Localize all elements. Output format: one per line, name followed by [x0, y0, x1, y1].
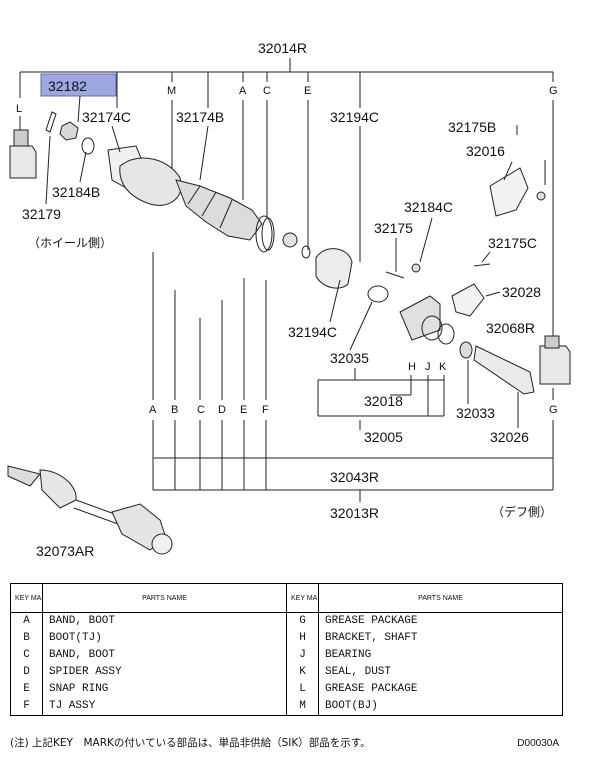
key-letter-G: G	[549, 404, 558, 416]
parts-legend-table: KEY MARK PARTS NAME KEY MARK PARTS NAME …	[10, 583, 563, 716]
part-label-32194C-mid: 32194C	[288, 324, 337, 340]
exploded-parts-diagram: 32014R 32182 32174C 32174B 32194C 32175B…	[7, 40, 571, 559]
legend-part-name: SNAP RING	[42, 681, 287, 698]
part-label-32184C: 32184C	[404, 199, 453, 215]
legend-part-name: BAND, BOOT	[42, 647, 287, 664]
legend-part-name: BAND, BOOT	[42, 612, 287, 630]
lower-driveshaft-drawing	[7, 465, 173, 555]
part-number-labels: 32014R 32182 32174C 32174B 32194C 32175B…	[22, 40, 541, 559]
legend-key: G	[286, 612, 319, 630]
part-label-32033: 32033	[456, 405, 495, 421]
key-letters-bottom: A B C D E F G	[149, 404, 558, 416]
legend-key: E	[10, 681, 43, 698]
legend-header-name: PARTS NAME	[42, 583, 287, 613]
part-label-32175: 32175	[374, 220, 413, 236]
legend-key: K	[286, 664, 319, 681]
legend-row: C BAND, BOOT J BEARING	[10, 647, 563, 664]
caption-diff-side: （デフ側）	[492, 504, 552, 519]
key-letters-hjk: H J K	[408, 361, 447, 373]
legend-header-key: KEY MARK	[10, 583, 43, 613]
legend-row: A BAND, BOOT G GREASE PACKAGE	[10, 612, 563, 630]
legend-part-name: SEAL, DUST	[325, 666, 392, 678]
legend-part-name: TJ ASSY	[42, 698, 287, 716]
legend-key: J	[286, 647, 319, 664]
part-label-32194C-top: 32194C	[330, 109, 379, 125]
key-letter-D: D	[218, 404, 226, 416]
legend-part-name: SPIDER ASSY	[42, 664, 287, 681]
key-letter-C: C	[263, 85, 271, 97]
part-label-32184B: 32184B	[52, 184, 100, 200]
grease-package-icon	[9, 145, 37, 179]
legend-header-name: PARTS NAME	[318, 583, 563, 613]
legend-part-name: BOOT(BJ)	[325, 700, 378, 712]
key-letter-E: E	[240, 404, 247, 416]
part-label-32028: 32028	[502, 284, 541, 300]
part-label-32068R: 32068R	[486, 320, 535, 336]
legend-header-row: KEY MARK PARTS NAME KEY MARK PARTS NAME	[10, 583, 563, 613]
legend-part-name: BRACKET, SHAFT	[325, 632, 418, 644]
key-letter-G: G	[549, 85, 558, 97]
legend-part-name: GREASE PACKAGE	[325, 615, 418, 627]
part-label-32174C: 32174C	[82, 109, 131, 125]
legend-key: A	[10, 612, 43, 630]
legend-part-name: GREASE PACKAGE	[325, 683, 418, 695]
part-label-32013R: 32013R	[330, 505, 379, 521]
top-bracket	[19, 58, 554, 108]
key-letter-C: C	[197, 404, 205, 416]
legend-row: E SNAP RING L GREASE PACKAGE	[10, 681, 563, 698]
diagram-code: D00030A	[517, 738, 559, 749]
key-letter-F: F	[262, 404, 269, 416]
legend-header-key: KEY MARK	[286, 583, 319, 613]
key-letter-B: B	[171, 404, 178, 416]
legend-key: D	[10, 664, 43, 681]
legend-row: D SPIDER ASSY K SEAL, DUST	[10, 664, 563, 681]
key-letter-A: A	[149, 404, 157, 416]
part-label-32175B: 32175B	[448, 119, 496, 135]
part-label-32043R: 32043R	[330, 469, 379, 485]
legend-key: B	[10, 630, 43, 647]
part-label-32035: 32035	[330, 350, 369, 366]
part-label-32026: 32026	[490, 429, 529, 445]
leader-lines	[19, 100, 554, 502]
key-letter-K: K	[439, 361, 447, 373]
part-label-32018: 32018	[364, 393, 403, 409]
part-label-32073AR: 32073AR	[36, 543, 94, 559]
part-label-32016: 32016	[466, 143, 505, 159]
key-letters-top: L M A C E G	[16, 85, 558, 115]
key-letter-J: J	[425, 361, 431, 373]
legend-key: H	[286, 630, 319, 647]
key-letter-H: H	[408, 361, 416, 373]
key-letter-M: M	[167, 85, 176, 97]
legend-key: M	[286, 698, 319, 716]
part-leader-lines	[45, 95, 513, 404]
key-letter-A: A	[239, 85, 247, 97]
legend-row: F TJ ASSY M BOOT(BJ)	[10, 698, 563, 716]
legend-key: F	[10, 698, 43, 716]
legend-row: B BOOT(TJ) H BRACKET, SHAFT	[10, 630, 563, 647]
caption-wheel-side: （ホイール側）	[28, 236, 112, 250]
key-letter-E: E	[304, 85, 311, 97]
part-label-32179: 32179	[22, 206, 61, 222]
footnote: (注) 上記KEY MARKの付いている部品は、単品非供給（SIK）部品を示す。	[10, 737, 371, 749]
part-label-32182: 32182	[48, 78, 87, 94]
part-label-32174B: 32174B	[176, 109, 224, 125]
key-letter-L: L	[16, 103, 22, 115]
legend-key: C	[10, 647, 43, 664]
legend-part-name: BOOT(TJ)	[42, 630, 287, 647]
part-label-32014R: 32014R	[258, 40, 307, 56]
highlight-box-32182	[40, 73, 117, 97]
part-label-32005: 32005	[364, 429, 403, 445]
legend-key: L	[286, 681, 319, 698]
upper-driveshaft-drawing	[9, 111, 571, 395]
legend-part-name: BEARING	[325, 649, 372, 661]
part-label-32175C: 32175C	[488, 235, 537, 251]
